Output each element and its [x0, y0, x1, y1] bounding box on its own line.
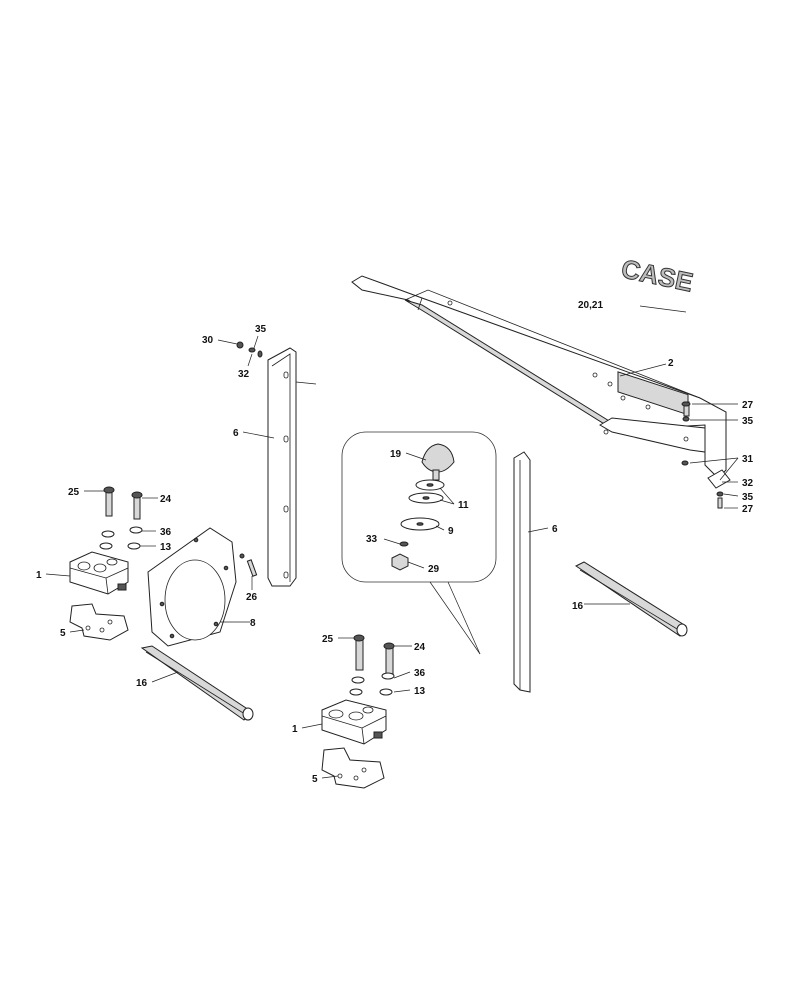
callout-5-left: 5 [60, 628, 66, 639]
callout-labels: 2 20,21 27 35 31 32 35 27 30 35 32 6 6 1… [36, 300, 754, 785]
callout-1-left: 1 [36, 570, 42, 581]
callout-27-top: 27 [742, 400, 754, 411]
callout-29: 29 [428, 564, 440, 575]
left-base-plate [69, 603, 129, 641]
callout-36-left: 36 [160, 527, 172, 538]
callout-24-center: 24 [414, 642, 426, 653]
right-shaft [575, 561, 688, 637]
callout-25-center: 25 [322, 634, 334, 645]
callout-5-center: 5 [312, 774, 318, 785]
callout-36-center: 36 [414, 668, 426, 679]
callout-32-right: 32 [742, 478, 754, 489]
small-bolt-26 [239, 553, 258, 577]
callout-35-bottom: 35 [742, 492, 754, 503]
callout-6-right: 6 [552, 524, 558, 535]
callout-16-right: 16 [572, 601, 584, 612]
callout-35-left: 35 [255, 324, 267, 335]
right-vertical-post [513, 451, 531, 693]
center-bearing-block [321, 699, 387, 745]
case-logo-decal: CASE [617, 253, 696, 416]
callout-27-bottom: 27 [742, 504, 754, 515]
center-base-plate [321, 747, 385, 789]
callout-13-center: 13 [414, 686, 426, 697]
leader-lines [45, 305, 739, 779]
callout-1-center: 1 [292, 724, 298, 735]
callout-32-left: 32 [238, 369, 250, 380]
top-left-fasteners [236, 341, 263, 358]
callout-25-left: 25 [68, 487, 80, 498]
left-bolts [99, 486, 143, 550]
callout-11: 11 [458, 500, 469, 511]
callout-33: 33 [366, 534, 378, 545]
left-bearing-block [69, 551, 129, 595]
callout-26: 26 [246, 592, 258, 603]
case-logo-text: CASE [619, 253, 696, 297]
callout-20-21: 20,21 [578, 300, 603, 311]
callout-19: 19 [390, 449, 402, 460]
callout-16-left: 16 [136, 678, 148, 689]
callout-9: 9 [448, 526, 454, 537]
left-shaft [140, 645, 254, 721]
callout-8: 8 [250, 618, 256, 629]
callout-31: 31 [742, 454, 754, 465]
left-vertical-post [267, 347, 297, 587]
callout-6-left: 6 [233, 428, 239, 439]
callout-35-top: 35 [742, 416, 754, 427]
callout-13-left: 13 [160, 542, 172, 553]
flange-plate [147, 527, 237, 647]
callout-2: 2 [668, 358, 674, 369]
center-bolts [349, 634, 395, 696]
callout-30: 30 [202, 335, 214, 346]
callout-24-left: 24 [160, 494, 172, 505]
